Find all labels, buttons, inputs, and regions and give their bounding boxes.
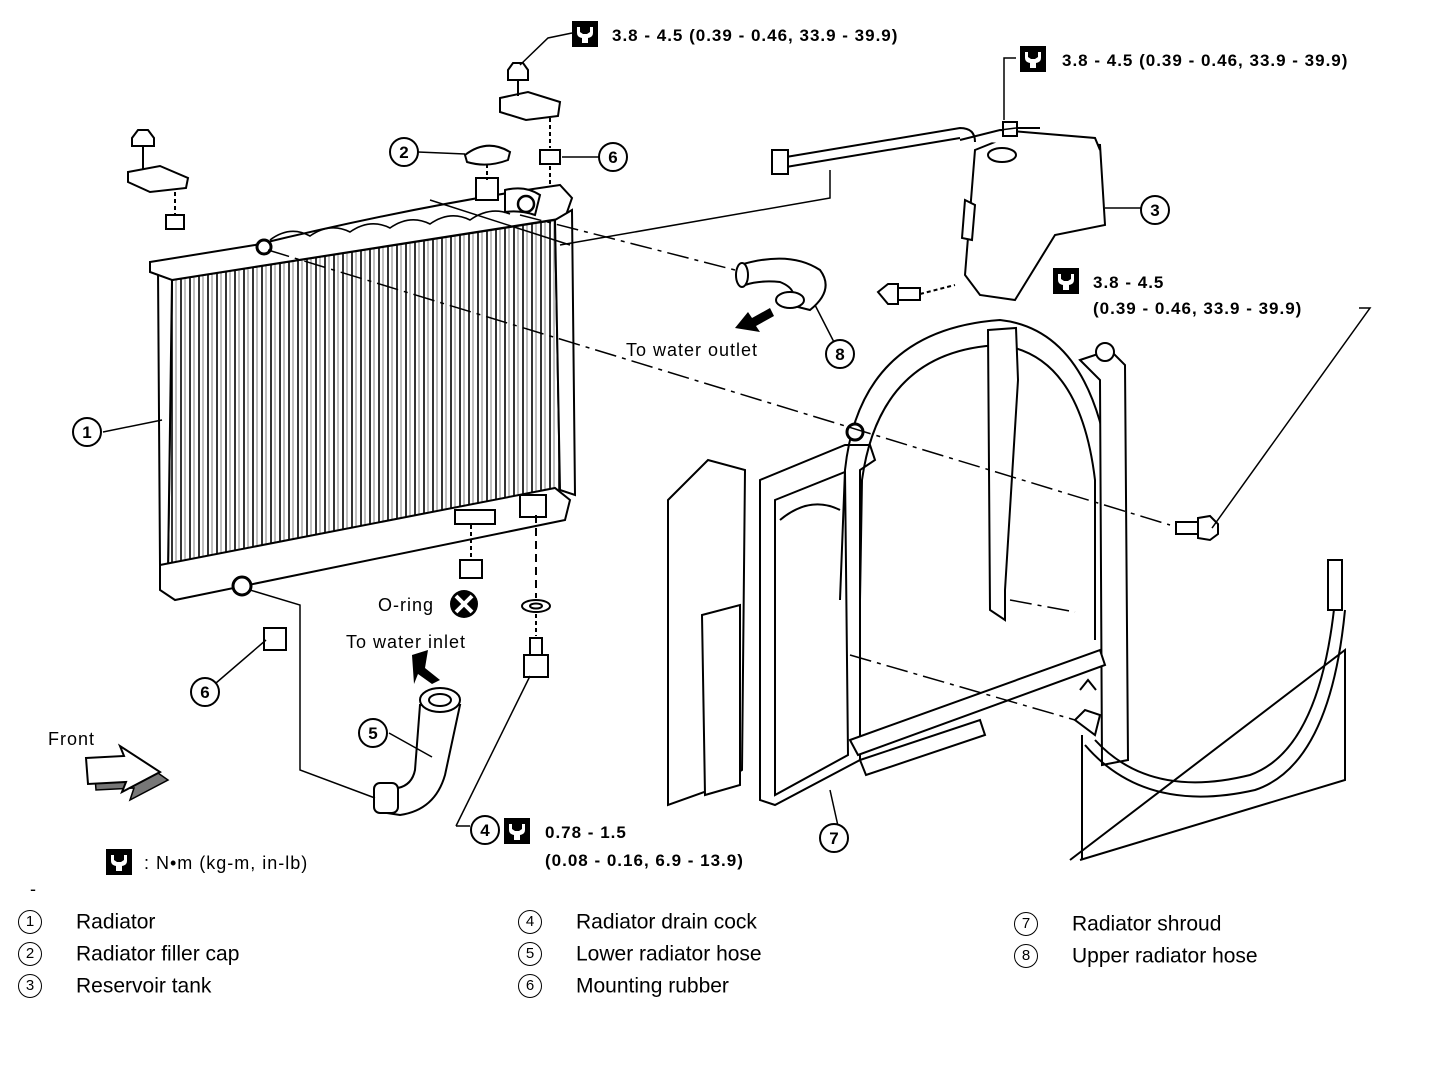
callout-6-bottom [190, 677, 220, 707]
legend-number: 3 [18, 974, 42, 999]
legend-number: 4 [518, 910, 542, 935]
legend-number: 1 [18, 910, 42, 935]
torque-wrench-icon [1053, 268, 1079, 294]
front-arrow-icon [84, 743, 170, 802]
bolt-reservoir [876, 283, 956, 305]
lower-radiator-hose [373, 687, 462, 817]
torque-spec-right-line2: (0.39 - 0.46, 33.9 - 39.9) [1093, 299, 1302, 318]
torque-spec-top-right: 3.8 - 4.5 (0.39 - 0.46, 33.9 - 39.9) [1062, 51, 1348, 70]
unit-key: : N•m (kg-m, in-lb) [144, 853, 308, 873]
radiator-shroud [667, 318, 1130, 807]
legend-column-2: 4 Radiator drain cock 5 Lower radiator hos… [518, 910, 762, 1006]
legend-column-3: 7 Radiator shroud 8 Upper radiator hose [1014, 912, 1258, 976]
label-front: Front [48, 729, 95, 749]
radiator-drain-cock [521, 515, 551, 678]
o-ring-replace-icon [450, 590, 478, 618]
callout-3-number: 3 [1150, 201, 1159, 220]
bolt-shroud [1175, 514, 1219, 542]
reservoir-hose [771, 126, 976, 175]
lower-shroud-strap [1069, 559, 1346, 861]
legend-item: 8 Upper radiator hose [1014, 944, 1258, 976]
legend-item: 6 Mounting rubber [518, 974, 762, 1006]
callout-3 [1140, 195, 1170, 225]
legend-text: Mounting rubber [576, 974, 729, 998]
legend-number: 7 [1014, 912, 1038, 937]
label-to-water-outlet: To water outlet [626, 340, 758, 360]
callouts [72, 137, 1170, 853]
legend-item: 7 Radiator shroud [1014, 912, 1258, 944]
radiator-filler-cap [463, 144, 512, 180]
legend-item: 2 Radiator filler cap [18, 942, 239, 974]
torque-spec-drain-line2: (0.08 - 0.16, 6.9 - 13.9) [545, 851, 744, 870]
legend-item: 3 Reservoir tank [18, 974, 239, 1006]
callout-4-number: 4 [480, 821, 490, 840]
callout-4 [470, 815, 500, 845]
legend-number: 8 [1014, 944, 1038, 969]
leader-lines [102, 32, 1372, 827]
legend-item: 4 Radiator drain cock [518, 910, 762, 942]
legend-item: 5 Lower radiator hose [518, 942, 762, 974]
torque-wrench-icon [572, 21, 598, 47]
legend-number: 6 [518, 974, 542, 999]
callout-2-number: 2 [399, 143, 408, 162]
legend-text: Radiator filler cap [76, 942, 240, 966]
legend-text: Radiator drain cock [576, 910, 757, 934]
torque-spec-drain-line1: 0.78 - 1.5 [545, 823, 627, 842]
callout-7 [819, 823, 849, 853]
torque-spec-right-line1: 3.8 - 4.5 [1093, 273, 1164, 292]
callout-1 [72, 417, 102, 447]
callout-5 [358, 718, 388, 748]
legend-text: Upper radiator hose [1072, 944, 1258, 968]
legend-number: 2 [18, 942, 42, 967]
dash-mark: - [30, 879, 37, 899]
torque-wrench-icon [106, 849, 132, 875]
legend-column-1: 1 Radiator 2 Radiator filler cap 3 Reservoi… [18, 910, 239, 1006]
legend-text: Lower radiator hose [576, 942, 762, 966]
radiator [149, 177, 577, 602]
legend-item: 1 Radiator [18, 910, 239, 942]
callout-7-number: 7 [829, 829, 838, 848]
callout-6-top-number: 6 [608, 148, 617, 167]
flow-arrow-outlet [735, 308, 774, 332]
callout-8 [825, 339, 855, 369]
reservoir-tank [959, 121, 1107, 302]
torque-wrench-icon [504, 818, 530, 844]
mounting-bracket-left [127, 129, 190, 230]
callout-6-bottom-number: 6 [200, 683, 209, 702]
legend-number: 5 [518, 942, 542, 967]
callout-8-number: 8 [835, 345, 844, 364]
callout-1-number: 1 [82, 423, 91, 442]
callout-6-top [598, 142, 628, 172]
torque-wrench-icon [1020, 46, 1046, 72]
label-to-water-inlet: To water inlet [346, 632, 466, 652]
legend-text: Reservoir tank [76, 974, 212, 998]
legend-text: Radiator [76, 910, 156, 934]
label-o-ring: O-ring [378, 595, 434, 615]
callout-5-number: 5 [368, 724, 377, 743]
legend-text: Radiator shroud [1072, 912, 1222, 936]
upper-radiator-hose [735, 257, 827, 312]
flow-arrow-inlet [412, 650, 440, 684]
mounting-bracket-top [499, 62, 562, 185]
torque-spec-top-center: 3.8 - 4.5 (0.39 - 0.46, 33.9 - 39.9) [612, 26, 898, 45]
callout-2 [389, 137, 419, 167]
